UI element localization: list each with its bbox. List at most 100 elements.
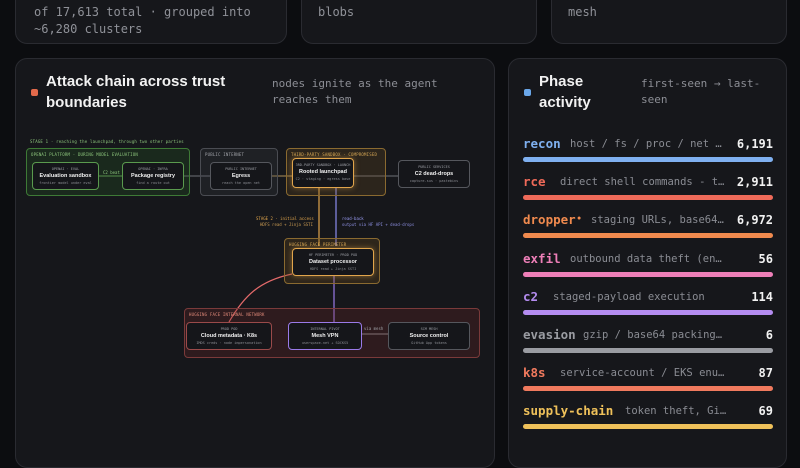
phase-marker-icon: ●: [577, 215, 582, 223]
phase-description: service-account / EKS enumeration: [560, 367, 727, 380]
node-dataset-processor-sub: HDFS read + Jinja SSTI: [309, 267, 357, 271]
phase-bar: [523, 195, 773, 201]
group-hf-perimeter-label: HUGGING FACE PERIMETER: [289, 242, 347, 247]
phase-row-rce[interactable]: rce direct shell commands - the … 2,911: [523, 174, 773, 212]
readback-sublabel: output via HF API + dead-drops: [342, 222, 415, 227]
edge-dataset-cloudmeta: [228, 273, 293, 323]
node-egress-title: Egress: [231, 173, 251, 179]
phase-row-dropper[interactable]: dropper●staging URLs, base64 /…6,972: [523, 212, 773, 250]
phase-description: direct shell commands - the …: [560, 176, 727, 189]
node-source-control-sub: GitHub App tokens: [411, 341, 447, 345]
phase-activity-title-line2: activity: [539, 94, 591, 111]
phase-bar: [523, 348, 773, 353]
node-cloud-metadata-kicker: PROD POD: [220, 327, 238, 331]
phase-name: recon: [523, 136, 561, 151]
phase-description: gzip / base64 packing, AV pr…: [583, 329, 727, 341]
phase-name: rce: [523, 174, 546, 190]
stat-card-clusters: of 17,613 total · grouped into ~6,280 cl…: [15, 0, 287, 44]
phase-name: c2: [523, 288, 539, 304]
group-public-internet-label: PUBLIC INTERNET: [205, 152, 245, 157]
phase-count: 114: [751, 289, 773, 304]
node-source-control[interactable]: SCM MESH Source control GitHub App token…: [388, 322, 470, 350]
attack-chain-title-line2: boundaries: [46, 94, 127, 111]
phase-name: supply-chain: [523, 403, 614, 419]
node-cloud-metadata[interactable]: PROD POD Cloud metadata · K8s IMDS creds…: [186, 322, 272, 350]
node-package-registry-title: Package registry: [130, 173, 176, 179]
phase-name: exfil: [523, 250, 561, 266]
phase-description: token theft, GitHub A…: [625, 405, 727, 418]
stage2-sublabel: HDFS read + Jinja SSTI: [260, 222, 313, 227]
node-rooted-launchpad[interactable]: 3RD-PARTY SANDBOX · LAUNCH Rooted launch…: [292, 158, 354, 188]
attack-chain-subtitle-line1: nodes ignite as the agent: [272, 77, 438, 90]
stat-card-clusters-line2: ~6,280 clusters: [34, 22, 143, 36]
phase-bar: [523, 309, 773, 315]
node-mesh-vpn-kicker: INTERNAL PIVOT: [310, 327, 340, 331]
attack-chain-panel: Attack chain across trust boundaries nod…: [15, 58, 495, 468]
phase-name: k8s: [523, 365, 546, 381]
node-dataset-processor[interactable]: HF PERIMETER · PROD POD Dataset processo…: [292, 248, 374, 276]
node-evaluation-sandbox[interactable]: OPENAI · EVAL Evaluation sandbox frontie…: [32, 162, 99, 190]
phase-activity-panel: Phase activity first-seen → last- seen: [508, 58, 787, 468]
node-mesh-vpn-sub: userspace-net + SOCKS5: [301, 341, 349, 345]
attack-chain-diagram: STAGE 1 · reaching the launchpad, throug…: [24, 136, 480, 360]
phase-count: 6,972: [736, 213, 773, 228]
node-cloud-metadata-sub: IMDS creds · node impersonation: [196, 341, 262, 345]
phase-bar: [523, 157, 773, 162]
node-package-registry[interactable]: OPENAI · INFRA Package registry find a r…: [122, 162, 184, 190]
phase-count: 69: [758, 404, 773, 419]
mesh-edge-label: via mesh: [364, 326, 384, 331]
node-source-control-kicker: SCM MESH: [420, 327, 438, 331]
node-package-registry-kicker: OPENAI · INFRA: [138, 167, 168, 171]
node-source-control-title: Source control: [409, 333, 449, 339]
diagram-edges: [99, 175, 398, 335]
node-mesh-vpn[interactable]: INTERNAL PIVOT Mesh VPN userspace-net + …: [288, 322, 362, 350]
stat-card-blobs-line1: blobs: [318, 5, 355, 19]
node-cloud-metadata-title: Cloud metadata · K8s: [200, 333, 258, 339]
attack-chain-subtitle-line2: reaches them: [272, 93, 352, 106]
phase-count: 87: [758, 366, 773, 381]
node-egress-sub: reach the open net: [222, 181, 260, 185]
phase-bar: [523, 271, 773, 277]
phase-activity-title-line1: Phase: [539, 73, 584, 90]
phase-description: staged-payload execution: [553, 290, 705, 303]
node-package-registry-sub: find a route out: [136, 181, 170, 185]
stat-card-mesh-line1: mesh: [568, 5, 597, 19]
phase-row-supply-chain[interactable]: supply-chain token theft, GitHub A… 69: [523, 403, 773, 441]
phase-description: staging URLs, base64 /…: [591, 214, 727, 227]
node-egress[interactable]: PUBLIC INTERNET Egress reach the open ne…: [210, 162, 272, 190]
readback-label: read-back: [342, 216, 364, 221]
node-dataset-processor-title: Dataset processor: [309, 259, 357, 265]
stat-card-mesh: mesh: [551, 0, 787, 44]
phase-row-recon[interactable]: recon host / fs / proc / net enu… 6,191: [523, 136, 773, 174]
group-hf-internal-label: HUGGING FACE INTERNAL NETWORK: [189, 312, 265, 317]
stat-card-blobs: blobs: [301, 0, 537, 44]
node-egress-kicker: PUBLIC INTERNET: [225, 167, 257, 171]
node-rooted-launchpad-sub: C2 · staging · egress base: [295, 177, 351, 181]
node-rooted-launchpad-title: Rooted launchpad: [299, 169, 347, 175]
c2-beat-label: C2 beat: [103, 170, 120, 175]
phase-row-k8s[interactable]: k8s service-account / EKS enumeration 87: [523, 365, 773, 403]
stage2-label: STAGE 2 · initial access: [256, 216, 314, 221]
phase-bar: [523, 386, 773, 392]
group-openai-label: OPENAI PLATFORM · DURING MODEL EVALUATIO…: [31, 152, 138, 157]
phase-bar: [523, 233, 773, 239]
phase-count: 2,911: [736, 175, 773, 190]
phase-count: 56: [758, 251, 773, 266]
stage1-label: STAGE 1 · reaching the launchpad, throug…: [30, 139, 184, 144]
attack-chain-title-line1: Attack chain across trust: [46, 73, 226, 90]
node-c2-dead-drops-title: C2 dead-drops: [414, 171, 454, 177]
phase-description: host / fs / proc / net enu…: [570, 138, 727, 150]
node-c2-dead-drops[interactable]: PUBLIC SERVICES C2 dead-drops capture.su…: [398, 160, 470, 188]
node-evaluation-sandbox-title: Evaluation sandbox: [39, 173, 92, 179]
stat-card-clusters-line1: of 17,613 total · grouped into: [34, 5, 251, 19]
group-third-party-label: THIRD-PARTY SANDBOX · COMPROMISED: [291, 152, 378, 157]
node-c2-dead-drops-kicker: PUBLIC SERVICES: [418, 165, 450, 169]
phase-activity-subtitle-line1: first-seen → last-: [641, 77, 761, 90]
phase-row-c2[interactable]: c2 staged-payload execution 114: [523, 289, 773, 327]
attack-chain-accent-dot: [31, 89, 38, 96]
phase-count: 6,191: [736, 137, 773, 151]
phase-activity-accent-dot: [524, 89, 531, 96]
node-rooted-launchpad-kicker: 3RD-PARTY SANDBOX · LAUNCH: [295, 163, 351, 167]
